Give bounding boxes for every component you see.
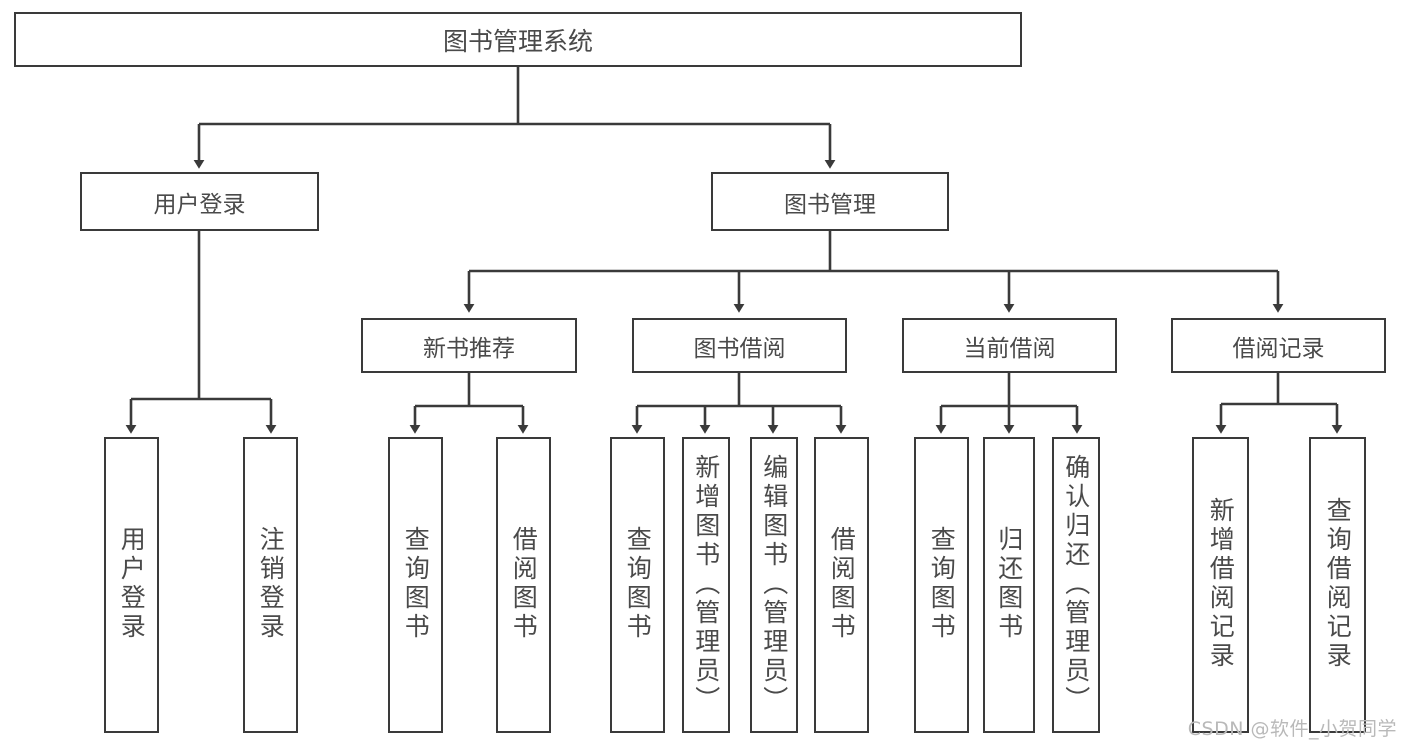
leaf-query-borrow-record[interactable]: 查询借阅记录 (1309, 437, 1366, 733)
leaf-borrow-book[interactable]: 借阅图书 (814, 437, 869, 733)
node-root-system[interactable]: 图书管理系统 (14, 12, 1022, 67)
leaf-add-book-admin[interactable]: 新增图书（管理员） (682, 437, 730, 733)
leaf-query-book-borrow[interactable]: 查询图书 (610, 437, 665, 733)
node-label: 借阅图书 (509, 526, 539, 642)
node-label: 图书管理 (784, 191, 876, 218)
node-label: 当前借阅 (963, 335, 1056, 362)
node-book-borrow[interactable]: 图书借阅 (632, 318, 847, 373)
node-label: 查询图书 (623, 526, 653, 642)
watermark-text: CSDN @软件_小贺同学 (1187, 718, 1397, 740)
leaf-confirm-return-admin[interactable]: 确认归还（管理员） (1052, 437, 1100, 733)
node-label: 注销登录 (256, 526, 286, 642)
node-label: 用户登录 (117, 526, 147, 642)
leaf-user-logout[interactable]: 注销登录 (243, 437, 298, 733)
node-label: 查询图书 (401, 526, 431, 642)
node-label: 编辑图书（管理员） (759, 454, 789, 715)
node-label: 借阅图书 (827, 526, 857, 642)
node-label: 归还图书 (994, 526, 1024, 642)
node-label: 图书管理系统 (442, 26, 593, 56)
leaf-return-book[interactable]: 归还图书 (983, 437, 1035, 733)
leaf-edit-book-admin[interactable]: 编辑图书（管理员） (750, 437, 798, 733)
leaf-borrow-book-new[interactable]: 借阅图书 (496, 437, 551, 733)
node-label: 新增图书（管理员） (691, 454, 721, 715)
node-label: 图书借阅 (693, 335, 786, 362)
leaf-query-book-new[interactable]: 查询图书 (388, 437, 443, 733)
node-label: 新增借阅记录 (1206, 497, 1236, 671)
node-current-borrow[interactable]: 当前借阅 (902, 318, 1117, 373)
leaf-query-book-current[interactable]: 查询图书 (914, 437, 969, 733)
node-book-management[interactable]: 图书管理 (711, 172, 949, 231)
node-label: 用户登录 (153, 191, 246, 218)
leaf-add-borrow-record[interactable]: 新增借阅记录 (1192, 437, 1249, 733)
node-borrow-record[interactable]: 借阅记录 (1171, 318, 1386, 373)
leaf-user-login[interactable]: 用户登录 (104, 437, 159, 733)
node-user-login[interactable]: 用户登录 (80, 172, 319, 231)
node-label: 查询图书 (927, 526, 957, 642)
node-new-book-recommend[interactable]: 新书推荐 (361, 318, 577, 373)
node-label: 查询借阅记录 (1323, 497, 1353, 671)
node-label: 借阅记录 (1232, 335, 1325, 362)
node-label: 确认归还（管理员） (1061, 454, 1091, 715)
node-label: 新书推荐 (423, 335, 515, 362)
